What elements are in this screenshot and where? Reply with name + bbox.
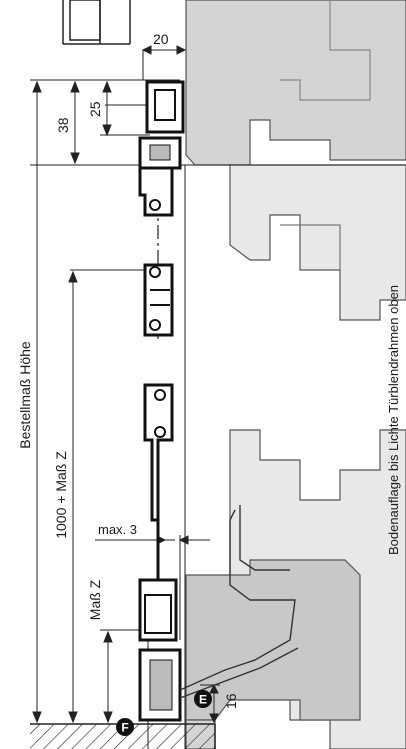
- label-38: 38: [55, 117, 71, 133]
- label-max-3: max. 3: [98, 522, 137, 537]
- door-profiles: [138, 80, 185, 722]
- label-1000-plus-z: 1000 + Maß Z: [53, 451, 69, 539]
- marker-e: E: [194, 690, 212, 708]
- label-bodenauflage: Bodenauflage bis Lichte Türblendrahmen o…: [386, 285, 401, 555]
- dimension-lines: [32, 45, 220, 749]
- label-bestellmass-hoehe: Bestellmaß Höhe: [17, 341, 33, 449]
- label-20: 20: [153, 31, 169, 47]
- label-25: 25: [87, 101, 103, 117]
- threshold-strip: [179, 505, 299, 699]
- marker-f-label: F: [121, 721, 128, 735]
- label-16: 16: [223, 693, 239, 709]
- marker-f: F: [116, 718, 134, 736]
- top-bracket: [62, 0, 131, 45]
- marker-e-label: E: [199, 693, 207, 707]
- door-frame: [185, 0, 406, 749]
- label-mass-z: Maß Z: [87, 579, 103, 620]
